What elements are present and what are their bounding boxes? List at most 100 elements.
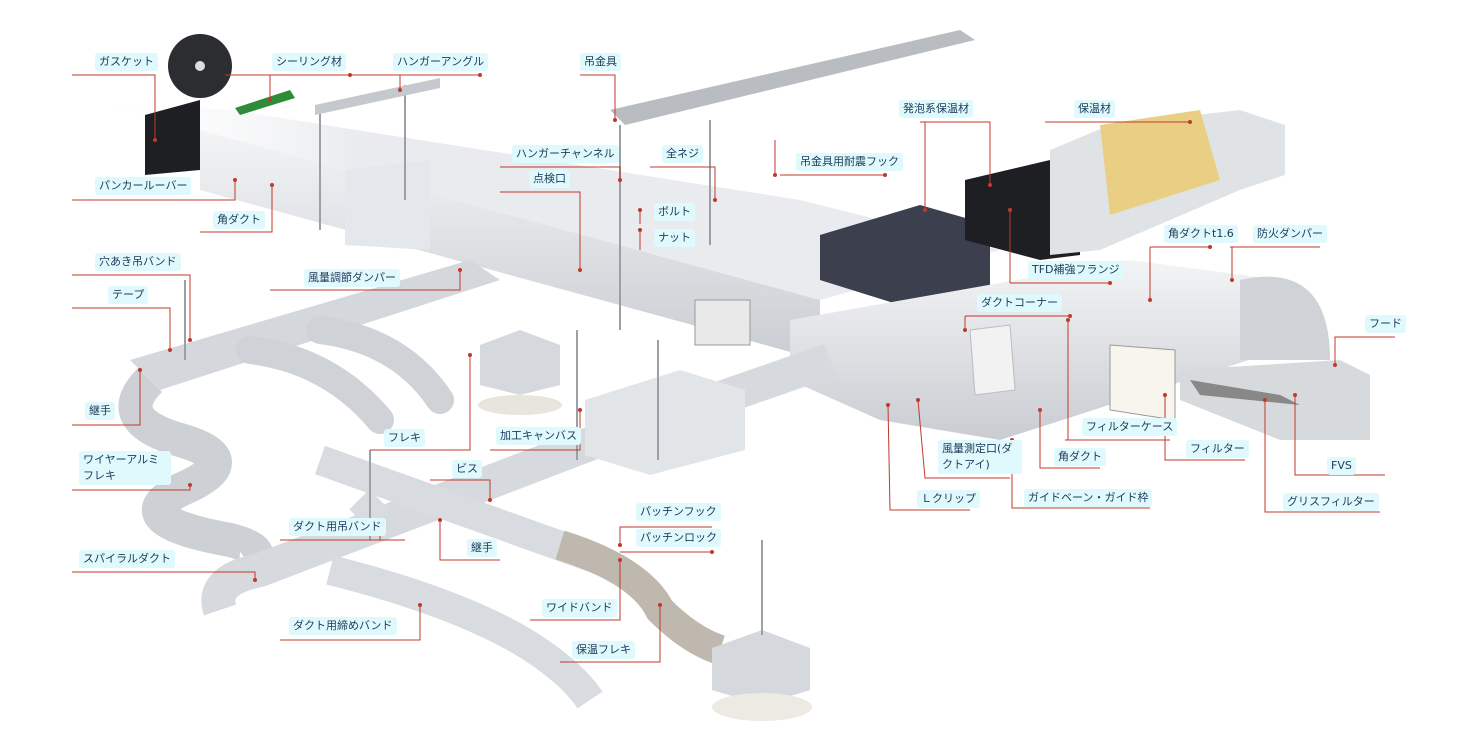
label-kaku-duct-t16: 角ダクトt1.6 xyxy=(1164,225,1238,243)
label-hood: フード xyxy=(1365,315,1406,333)
main-duct xyxy=(80,100,1000,300)
leader-lines xyxy=(72,73,1395,663)
label-l-clip: Ｌクリップ xyxy=(917,490,980,508)
label-snap-lock: パッチンロック xyxy=(636,529,721,547)
hanger-angle xyxy=(315,78,440,115)
leader-dot xyxy=(988,183,992,187)
leader-dot xyxy=(1163,393,1167,397)
leader-line xyxy=(72,74,156,140)
leader-dot xyxy=(1208,245,1212,249)
leader-dot xyxy=(488,498,492,502)
label-hanger-channel: ハンガーチャンネル xyxy=(512,145,619,163)
leader-dot xyxy=(153,138,157,142)
label-filter-case: フィルターケース xyxy=(1082,418,1178,436)
diffuser-box-1 xyxy=(480,330,560,395)
label-tightening-band: ダクト用締めバンド xyxy=(289,617,397,635)
leader-line xyxy=(560,605,661,663)
label-bolt: ボルト xyxy=(654,203,695,221)
leader-dot xyxy=(923,208,927,212)
leader-dot xyxy=(578,268,582,272)
label-tsuri-kanagu: 吊金具 xyxy=(580,53,621,71)
grille xyxy=(694,299,751,346)
leader-dot xyxy=(270,183,274,187)
diffuser-2 xyxy=(712,693,812,721)
leader-line xyxy=(1264,400,1380,513)
leader-dot xyxy=(398,88,402,92)
leader-dot xyxy=(1188,120,1192,124)
leader-dot xyxy=(886,403,890,407)
label-duct-corner: ダクトコーナー xyxy=(977,294,1062,312)
leader-line xyxy=(200,185,273,233)
diffuser-1 xyxy=(478,395,562,415)
leader-line xyxy=(1230,246,1320,280)
leader-dot xyxy=(618,558,622,562)
leader-dot xyxy=(713,198,717,202)
label-grease-filter: グリスフィルター xyxy=(1283,493,1379,511)
label-foam-insulation: 発泡系保温材 xyxy=(899,100,973,118)
leader-line xyxy=(500,191,581,270)
leader-line xyxy=(1039,410,1100,469)
flex-duct xyxy=(236,316,454,434)
leader-line xyxy=(1065,320,1170,441)
leader-line xyxy=(1011,440,1150,509)
insulated-flex-duct xyxy=(555,530,726,665)
leader-line xyxy=(490,410,581,451)
leader-line xyxy=(650,166,716,200)
label-seismic-hook: 吊金具用耐震フック xyxy=(796,153,903,171)
leader-line xyxy=(917,399,1010,479)
chamber-box xyxy=(585,370,745,475)
leader-dot xyxy=(438,518,442,522)
leader-dot xyxy=(458,268,462,272)
label-insulation: 保温材 xyxy=(1074,100,1115,118)
leader-line xyxy=(280,605,421,641)
leader-dot xyxy=(1333,363,1337,367)
leader-dot xyxy=(1066,318,1070,322)
label-punkah-louver: パンカールーバー xyxy=(95,177,192,195)
leader-line xyxy=(439,520,500,561)
leader-dot xyxy=(618,178,622,182)
spiral-duct xyxy=(201,343,836,616)
leader-line xyxy=(72,180,236,201)
leader-line xyxy=(1334,336,1395,365)
label-hanger-angle: ハンガーアングル xyxy=(393,53,489,71)
round-branch xyxy=(314,445,606,709)
leader-line xyxy=(580,74,616,120)
right-branch-duct xyxy=(790,260,1280,440)
leader-dot xyxy=(710,550,714,554)
leader-dot xyxy=(168,348,172,352)
label-gasket: ガスケット xyxy=(95,53,158,71)
label-joint: 継手 xyxy=(85,402,115,420)
guide-vane xyxy=(969,324,1016,396)
leader-dot xyxy=(138,368,142,372)
leader-dot xyxy=(1148,298,1152,302)
hanger-rods xyxy=(184,85,763,635)
foam-insulation-block xyxy=(820,205,990,305)
leader-dot xyxy=(1068,314,1072,318)
label-tape: テープ xyxy=(108,286,149,304)
label-snap-hook: パッチンフック xyxy=(636,503,721,521)
label-nut: ナット xyxy=(654,229,695,247)
leader-dot xyxy=(1038,408,1042,412)
leader-dot xyxy=(613,118,617,122)
label-hanging-band: ダクト用吊バンド xyxy=(289,518,386,536)
glass-wool xyxy=(1100,110,1220,215)
label-inspection-port: 点検口 xyxy=(529,170,570,188)
leader-line xyxy=(887,404,970,511)
ceiling-rail xyxy=(610,30,975,125)
leader-dot xyxy=(268,98,272,102)
label-screw: ビス xyxy=(452,460,482,478)
leader-dot xyxy=(963,328,967,332)
leader-dot xyxy=(478,73,482,77)
leader-line xyxy=(530,560,621,621)
leader-line xyxy=(619,526,712,545)
label-wire-alu-flex: ワイヤーアルミフレキ xyxy=(79,451,171,485)
leader-line xyxy=(1294,395,1385,476)
label-fire-damper: 防火ダンパー xyxy=(1253,225,1327,243)
label-guide-vane: ガイドベーン・ガイド枠 xyxy=(1024,489,1153,507)
leader-dot xyxy=(1108,281,1112,285)
label-sealing: シーリング材 xyxy=(272,53,346,71)
diffuser-box-2 xyxy=(712,630,810,705)
label-kaku-duct: 角ダクト xyxy=(213,211,265,229)
leader-dot xyxy=(188,483,192,487)
